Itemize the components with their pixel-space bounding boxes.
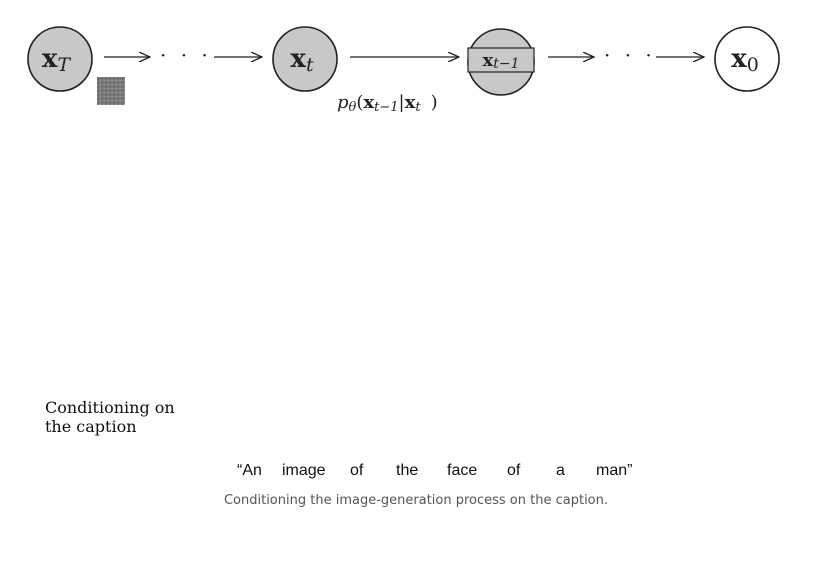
caption-word: of [350, 462, 364, 479]
node-xT-symbol: x [42, 44, 58, 74]
node-x0-subscript: 0 [747, 54, 759, 76]
node-xt-symbol: x [290, 44, 306, 74]
node-x0-symbol: x [731, 44, 747, 74]
svg-text:xt−1: xt−1 [483, 50, 520, 72]
conditioning-label-line1: Conditioning on [45, 398, 175, 417]
node-xt-minus-1: xt−1 [467, 28, 535, 96]
node-xt-minus-1-label-box [467, 47, 535, 73]
node-xT-circle [27, 26, 93, 92]
caption-text: “An image of the face of a man” [237, 462, 632, 480]
svg-text:xT: xT [42, 44, 72, 76]
node-xT: xT [27, 26, 93, 92]
caption-word: face [447, 462, 478, 479]
figure-caption: Conditioning the image-generation proces… [223, 493, 609, 508]
node-xt-minus-1-symbol: x [483, 50, 494, 71]
svg-text:x0: x0 [731, 44, 759, 76]
noise-image-patch [97, 77, 125, 105]
node-xt-minus-1-subscript: t−1 [493, 56, 519, 72]
node-xT-subscript: T [57, 54, 71, 76]
caption-word: man” [596, 462, 633, 479]
transition-label: pθ(xt−1|xt) [337, 92, 438, 115]
conditioning-label-line2: the caption [45, 417, 137, 436]
caption-word: “An [237, 462, 262, 479]
node-xt: xt [272, 26, 338, 92]
conditioning-label: Conditioning on the caption [45, 398, 205, 436]
node-x0: x0 [714, 26, 780, 92]
caption-word: the [396, 462, 419, 479]
node-xt-circle [272, 26, 338, 92]
ellipsis-right: · · · [604, 43, 656, 67]
svg-text:xt: xt [290, 44, 314, 76]
caption-word: image [282, 462, 326, 479]
caption-word: of [507, 462, 521, 479]
node-xt-subscript: t [306, 54, 314, 76]
ellipsis-left: · · · [160, 43, 212, 67]
caption-word: a [556, 462, 565, 479]
diffusion-chain-diagram: xT · · · xt pθ(xt−1|xt) xt−1 · · · x0 [27, 26, 780, 115]
node-x0-circle [714, 26, 780, 92]
